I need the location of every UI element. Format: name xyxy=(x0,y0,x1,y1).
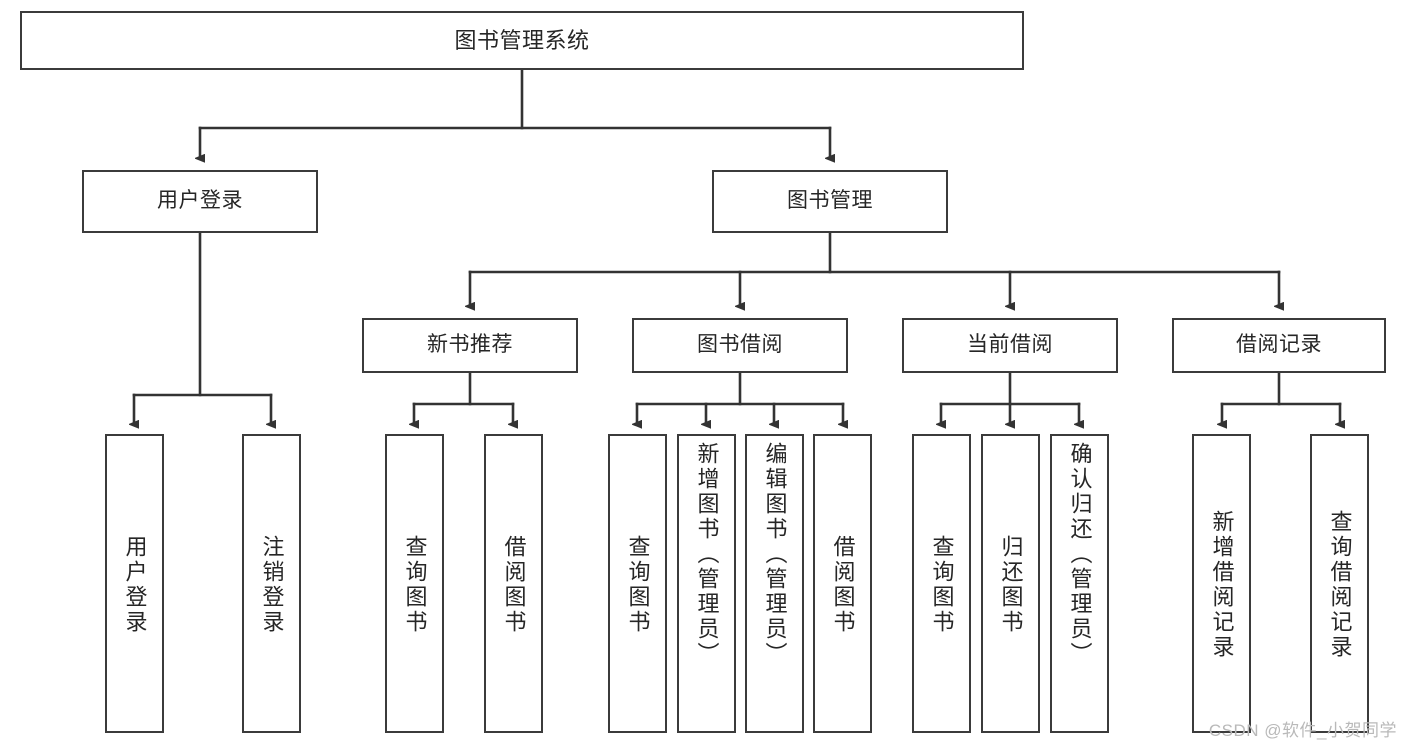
leaf-query-book-borrow[interactable]: 查询图书 xyxy=(608,434,667,733)
node-label: 查询借阅记录 xyxy=(1327,509,1353,660)
node-label: 查询图书 xyxy=(625,534,651,635)
node-label: 图书管理系统 xyxy=(454,27,590,53)
node-label: 归还图书 xyxy=(998,534,1024,635)
leaf-edit-book-admin[interactable]: 编辑图书（管理员） xyxy=(745,434,804,733)
leaf-query-book-recommend[interactable]: 查询图书 xyxy=(385,434,444,733)
node-label: 当前借阅 xyxy=(967,333,1053,357)
watermark-text: CSDN @软件_小贺同学 xyxy=(1208,721,1397,740)
node-label: 图书管理 xyxy=(787,189,873,213)
node-label: 新增借阅记录 xyxy=(1209,509,1235,660)
node-user-login[interactable]: 用户登录 xyxy=(82,170,318,233)
node-label: 借阅图书 xyxy=(830,534,856,635)
node-label: 新增图书（管理员） xyxy=(694,442,720,667)
leaf-query-book-current[interactable]: 查询图书 xyxy=(912,434,971,733)
node-label: 新书推荐 xyxy=(427,333,513,357)
node-label: 注销登录 xyxy=(259,534,285,635)
leaf-query-borrow-record[interactable]: 查询借阅记录 xyxy=(1310,434,1369,733)
leaf-add-book-admin[interactable]: 新增图书（管理员） xyxy=(677,434,736,733)
node-book-borrow[interactable]: 图书借阅 xyxy=(632,318,848,373)
leaf-borrow-book-recommend[interactable]: 借阅图书 xyxy=(484,434,543,733)
leaf-return-book[interactable]: 归还图书 xyxy=(981,434,1040,733)
node-label: 用户登录 xyxy=(122,534,148,635)
node-label: 查询图书 xyxy=(929,534,955,635)
node-label: 图书借阅 xyxy=(697,333,783,357)
leaf-add-borrow-record[interactable]: 新增借阅记录 xyxy=(1192,434,1251,733)
node-current-borrow[interactable]: 当前借阅 xyxy=(902,318,1118,373)
leaf-borrow-book[interactable]: 借阅图书 xyxy=(813,434,872,733)
leaf-user-login[interactable]: 用户登录 xyxy=(105,434,164,733)
node-new-book-recommend[interactable]: 新书推荐 xyxy=(362,318,578,373)
node-label: 借阅记录 xyxy=(1236,333,1322,357)
leaf-confirm-return-admin[interactable]: 确认归还（管理员） xyxy=(1050,434,1109,733)
node-label: 查询图书 xyxy=(402,534,428,635)
node-label: 确认归还（管理员） xyxy=(1067,442,1093,667)
node-root-system[interactable]: 图书管理系统 xyxy=(20,11,1024,70)
node-borrow-record[interactable]: 借阅记录 xyxy=(1172,318,1386,373)
node-label: 编辑图书（管理员） xyxy=(762,442,788,667)
node-label: 借阅图书 xyxy=(501,534,527,635)
node-book-management[interactable]: 图书管理 xyxy=(712,170,948,233)
node-label: 用户登录 xyxy=(157,189,243,213)
leaf-logout[interactable]: 注销登录 xyxy=(242,434,301,733)
